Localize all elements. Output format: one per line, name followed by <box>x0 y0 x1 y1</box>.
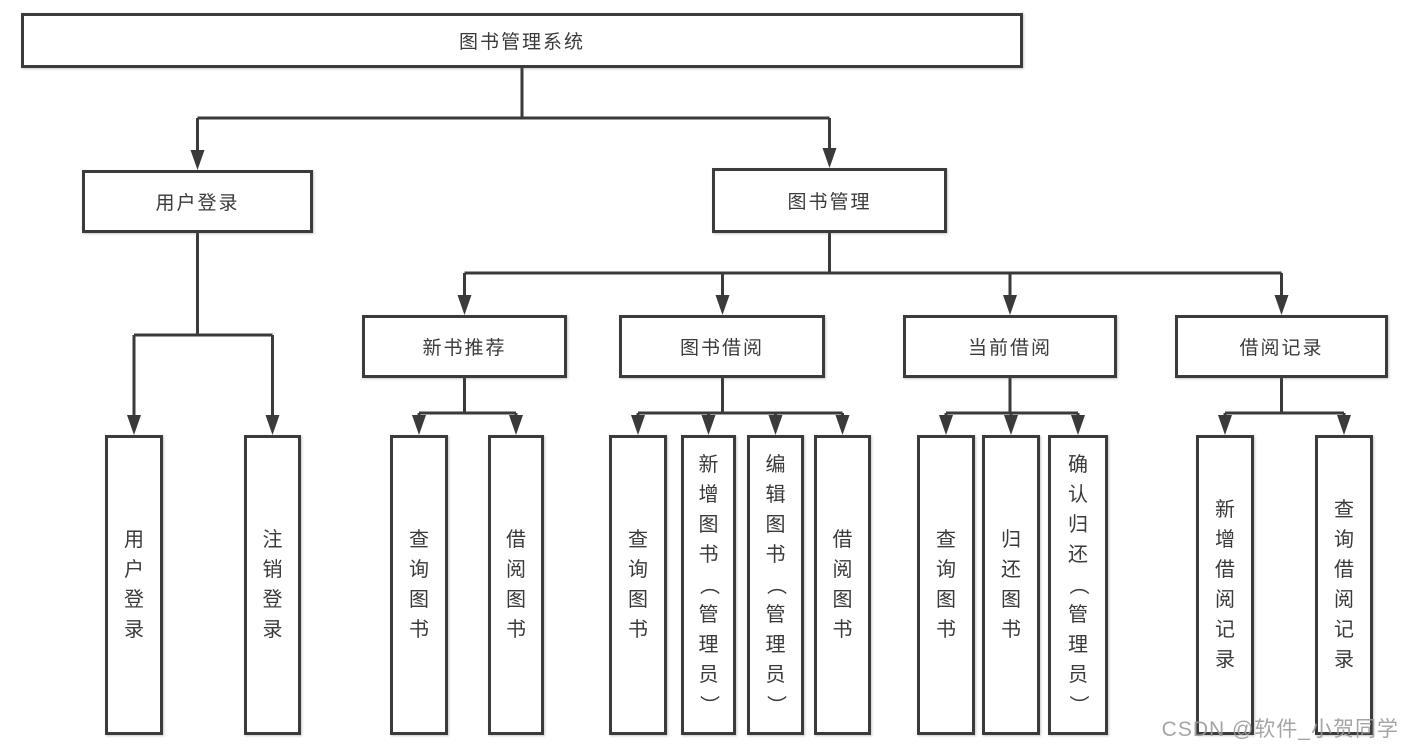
node-label: 确认归还（管理员） <box>1067 454 1089 715</box>
node-label: 借阅记录 <box>1239 338 1324 359</box>
leaf-borrow-books-2: 借阅图书 <box>814 435 871 735</box>
node-library-management-system: 图书管理系统 <box>21 13 1023 68</box>
leaf-logout: 注销登录 <box>244 435 301 735</box>
node-label: 查询图书 <box>409 529 429 641</box>
node-user-login: 用户登录 <box>82 170 313 233</box>
leaf-query-books-3: 查询图书 <box>917 435 975 735</box>
node-book-management: 图书管理 <box>712 168 947 233</box>
node-new-book-recommend: 新书推荐 <box>362 315 567 378</box>
leaf-user-login: 用户登录 <box>105 435 163 735</box>
leaf-edit-books-admin: 编辑图书（管理员） <box>747 435 804 735</box>
arrowhead-icons <box>127 148 1351 435</box>
node-label: 新书推荐 <box>422 338 507 359</box>
node-label: 归还图书 <box>1001 529 1021 641</box>
leaf-confirm-return-admin: 确认归还（管理员） <box>1048 435 1108 735</box>
node-label: 借阅图书 <box>832 529 853 641</box>
node-label: 编辑图书（管理员） <box>764 454 787 715</box>
node-label: 查询图书 <box>936 529 956 641</box>
node-borrow-records: 借阅记录 <box>1175 315 1388 378</box>
node-label: 用户登录 <box>124 529 144 641</box>
leaf-query-books-2: 查询图书 <box>609 435 667 735</box>
node-label: 图书管理 <box>787 192 872 213</box>
node-label: 借阅图书 <box>506 529 526 641</box>
node-label: 查询图书 <box>628 529 648 641</box>
node-current-borrow: 当前借阅 <box>903 315 1117 378</box>
node-label: 当前借阅 <box>967 338 1052 359</box>
leaf-query-books-1: 查询图书 <box>390 435 448 735</box>
node-label: 新增图书（管理员） <box>697 454 720 715</box>
node-label: 图书借阅 <box>679 338 764 359</box>
leaf-add-borrow-record: 新增借阅记录 <box>1196 435 1254 735</box>
leaf-add-books-admin: 新增图书（管理员） <box>681 435 736 735</box>
connector-edges <box>132 68 1346 421</box>
node-book-borrow: 图书借阅 <box>619 315 825 378</box>
node-label: 图书管理系统 <box>458 32 585 53</box>
node-label: 查询借阅记录 <box>1334 499 1354 671</box>
csdn-watermark: CSDN @软件_小贺同学 <box>1161 718 1399 741</box>
leaf-query-borrow-record: 查询借阅记录 <box>1315 435 1373 735</box>
node-label: 新增借阅记录 <box>1215 499 1235 671</box>
node-label: 注销登录 <box>262 529 283 641</box>
leaf-return-books: 归还图书 <box>982 435 1040 735</box>
leaf-borrow-books-1: 借阅图书 <box>488 435 544 735</box>
node-label: 用户登录 <box>155 193 240 214</box>
